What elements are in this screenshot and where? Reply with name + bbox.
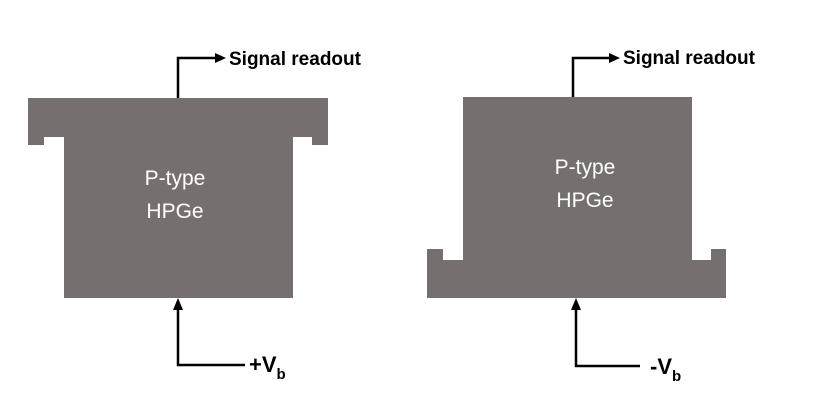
- right-bias-wire: [574, 310, 640, 368]
- left-readout-label: Signal readout: [229, 49, 362, 70]
- right-detector-material-line2: HPGe: [556, 189, 613, 212]
- left-detector: P-type HPGe Signal readout +Vb: [28, 49, 362, 383]
- right-bias-label: -Vb: [650, 354, 681, 385]
- left-bias-arrowhead: [173, 298, 183, 310]
- right-detector-material-line1: P-type: [555, 156, 616, 179]
- left-readout-arrowhead: [215, 53, 226, 63]
- right-readout-arrowhead: [609, 53, 620, 63]
- right-readout-label: Signal readout: [623, 48, 756, 69]
- left-readout-wire: [176, 56, 215, 98]
- left-detector-material-line1: P-type: [145, 167, 206, 190]
- left-detector-material-line2: HPGe: [146, 200, 203, 223]
- right-detector-body: [427, 97, 726, 298]
- right-bias-arrowhead: [571, 298, 581, 310]
- right-bias-subscript: b: [672, 368, 681, 385]
- left-bias-label: +Vb: [249, 352, 286, 383]
- right-bias-sign: -V: [650, 354, 672, 379]
- right-detector: P-type HPGe Signal readout -Vb: [427, 48, 756, 385]
- right-readout-wire: [571, 56, 609, 97]
- left-detector-body: [28, 98, 328, 298]
- left-bias-subscript: b: [277, 366, 286, 383]
- left-bias-sign: +V: [249, 352, 277, 377]
- left-bias-wire: [176, 310, 245, 367]
